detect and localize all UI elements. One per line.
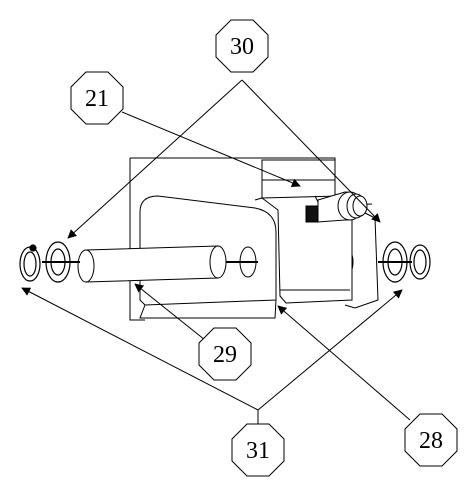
callout-29-label: 29	[213, 342, 237, 368]
leader-29	[134, 283, 206, 341]
callout-28: 28	[404, 413, 458, 467]
leader-21	[121, 111, 301, 188]
leader-30-left	[67, 79, 243, 239]
left-washer-pair	[19, 241, 80, 283]
hydraulic-fitting	[305, 191, 368, 223]
callout-31-label: 31	[246, 438, 270, 464]
callout-29: 29	[198, 327, 252, 381]
pin-part-29	[77, 245, 258, 283]
leader-31-left	[21, 287, 259, 411]
leader-lines	[21, 79, 411, 424]
leader-30-right	[241, 79, 381, 223]
right-washer-pair	[378, 241, 431, 283]
callout-28-label: 28	[419, 428, 443, 454]
leader-28	[277, 305, 411, 421]
callout-31: 31	[231, 423, 285, 477]
callout-21-label: 21	[85, 86, 109, 112]
leader-31-right	[257, 289, 403, 411]
callout-21: 21	[70, 71, 124, 125]
callout-30: 30	[215, 19, 269, 73]
callout-30-label: 30	[230, 34, 254, 60]
